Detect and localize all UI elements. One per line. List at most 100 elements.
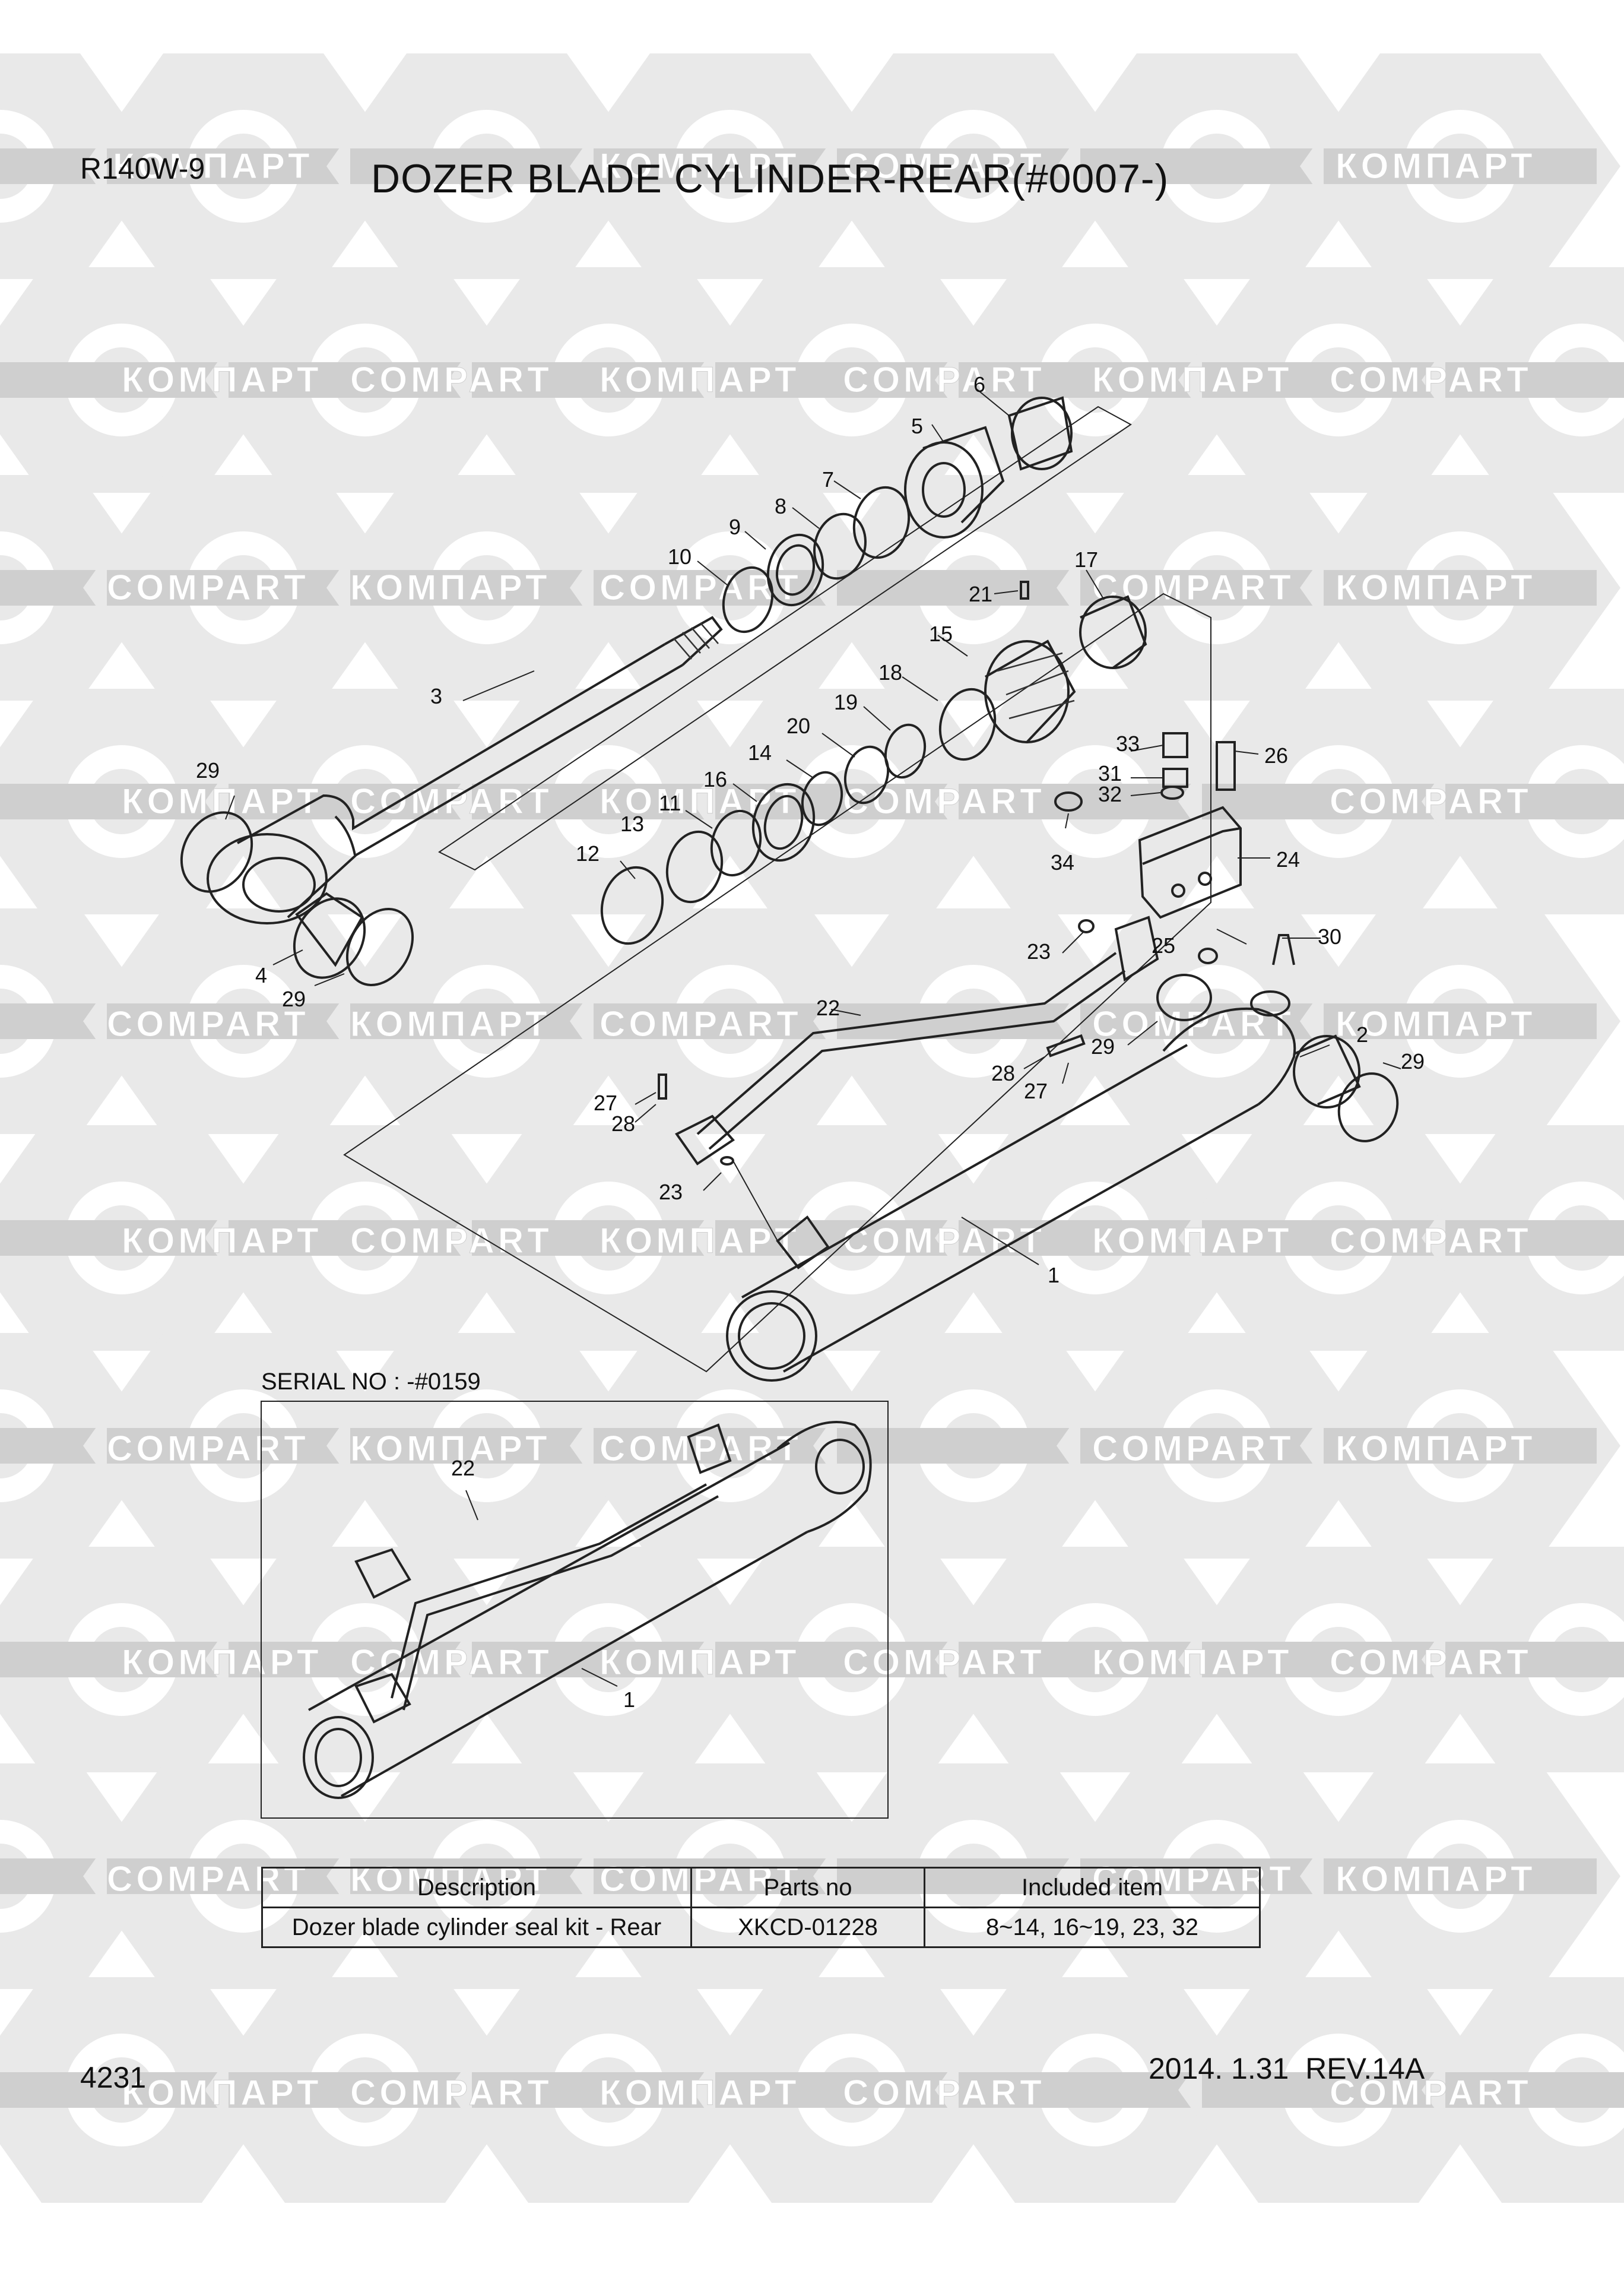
callout-22: 22 bbox=[816, 996, 840, 1020]
svg-text:КОМПАРТ: КОМПАРТ bbox=[122, 1221, 322, 1261]
svg-text:COMPART: COMPART bbox=[843, 781, 1045, 821]
callout-2: 2 bbox=[1356, 1022, 1368, 1047]
valve-block bbox=[1054, 732, 1242, 919]
rod-end-bushing bbox=[180, 811, 414, 986]
svg-text:КОМПАРТ: КОМПАРТ bbox=[600, 360, 800, 400]
svg-text:COMPART: COMPART bbox=[1330, 1221, 1532, 1261]
callout-28-right: 28 bbox=[991, 1061, 1015, 1085]
revision-label: 2014. 1.31 REV.14A bbox=[1149, 2052, 1425, 2085]
callout-20: 20 bbox=[786, 714, 810, 738]
svg-text:COMPART: COMPART bbox=[843, 1221, 1045, 1261]
callout-1: 1 bbox=[1048, 1263, 1060, 1287]
svg-text:COMPART: COMPART bbox=[350, 1221, 553, 1261]
callout-25: 25 bbox=[1152, 933, 1175, 958]
svg-text:COMPART: COMPART bbox=[350, 781, 553, 821]
col-description: Description bbox=[261, 1867, 692, 1908]
serial-number-label: SERIAL NO : -#0159 bbox=[261, 1369, 481, 1395]
svg-text:КОМПАРТ: КОМПАРТ bbox=[122, 360, 322, 400]
svg-text:COMPART: COMPART bbox=[107, 1429, 309, 1468]
callout-16: 16 bbox=[703, 767, 727, 791]
svg-text:COMPART: COMPART bbox=[600, 1429, 802, 1468]
piston-group bbox=[600, 581, 1147, 945]
callout-8: 8 bbox=[775, 494, 786, 518]
callout-33: 33 bbox=[1116, 732, 1140, 756]
callout-3: 3 bbox=[430, 684, 442, 708]
svg-text:COMPART: COMPART bbox=[1092, 568, 1295, 607]
svg-text:COMPART: COMPART bbox=[1330, 2073, 1532, 2113]
callout-28-left: 28 bbox=[611, 1112, 635, 1136]
svg-text:КОМПАРТ: КОМПАРТ bbox=[1336, 146, 1536, 186]
svg-text:КОМПАРТ: КОМПАРТ bbox=[600, 146, 800, 186]
svg-text:КОМПАРТ: КОМПАРТ bbox=[1092, 1221, 1293, 1261]
svg-text:COMPART: COMPART bbox=[843, 2073, 1045, 2113]
callout-34: 34 bbox=[1051, 850, 1074, 875]
callout-23-bottom: 23 bbox=[659, 1180, 683, 1204]
col-included-item: Included item bbox=[924, 1867, 1261, 1908]
callout-29-right: 29 bbox=[1401, 1049, 1425, 1074]
callout-17: 17 bbox=[1074, 547, 1098, 572]
svg-text:КОМПАРТ: КОМПАРТ bbox=[600, 1221, 800, 1261]
svg-text:COMPART: COMPART bbox=[600, 1004, 802, 1044]
svg-text:COMPART: COMPART bbox=[843, 360, 1045, 400]
inset-callout-1: 1 bbox=[623, 1687, 635, 1712]
callout-14: 14 bbox=[748, 740, 772, 765]
svg-text:COMPART: COMPART bbox=[1330, 1642, 1532, 1682]
callout-5: 5 bbox=[911, 414, 923, 438]
svg-text:КОМПАРТ: КОМПАРТ bbox=[600, 2073, 800, 2113]
callout-9: 9 bbox=[729, 515, 741, 539]
col-parts-no: Parts no bbox=[690, 1867, 925, 1908]
svg-text:КОМПАРТ: КОМПАРТ bbox=[1336, 568, 1536, 607]
callout-29-left: 29 bbox=[196, 758, 220, 783]
explode-frame-rod-side bbox=[438, 406, 1132, 871]
svg-text:КОМПАРТ: КОМПАРТ bbox=[1336, 1859, 1536, 1899]
seal-kit-table: Description Parts no Included item Dozer… bbox=[261, 1867, 1261, 1948]
piston-rod bbox=[207, 616, 723, 924]
callout-10: 10 bbox=[668, 544, 692, 569]
svg-text:COMPART: COMPART bbox=[350, 360, 553, 400]
table-row: Dozer blade cylinder seal kit - Rear XKC… bbox=[261, 1907, 1261, 1948]
callout-19: 19 bbox=[834, 690, 858, 714]
svg-text:COMPART: COMPART bbox=[1330, 781, 1532, 821]
callout-6: 6 bbox=[973, 372, 985, 397]
svg-text:COMPART: COMPART bbox=[107, 568, 309, 607]
table-header-row: Description Parts no Included item bbox=[261, 1867, 1261, 1908]
svg-text:COMPART: COMPART bbox=[843, 146, 1045, 186]
model-label: R140W-9 bbox=[80, 152, 205, 185]
callout-23-top: 23 bbox=[1027, 939, 1051, 964]
svg-text:КОМПАРТ: КОМПАРТ bbox=[600, 781, 800, 821]
svg-text:КОМПАРТ: КОМПАРТ bbox=[113, 146, 313, 186]
inset-frame bbox=[261, 1401, 889, 1819]
callout-24: 24 bbox=[1276, 847, 1300, 872]
callout-18: 18 bbox=[878, 660, 902, 685]
svg-text:КОМПАРТ: КОМПАРТ bbox=[1336, 1004, 1536, 1044]
callout-30: 30 bbox=[1318, 924, 1341, 949]
svg-text:COMPART: COMPART bbox=[1330, 360, 1532, 400]
cell-parts-no: XKCD-01228 bbox=[690, 1907, 925, 1948]
callout-29-bottom: 29 bbox=[282, 987, 306, 1011]
callout-31: 31 bbox=[1098, 761, 1122, 786]
callout-15: 15 bbox=[929, 622, 953, 646]
cell-description: Dozer blade cylinder seal kit - Rear bbox=[261, 1907, 692, 1948]
callout-labels: 1 2 3 4 5 6 7 8 9 10 11 12 13 14 15 16 1… bbox=[196, 372, 1425, 1712]
callout-32: 32 bbox=[1098, 782, 1122, 806]
svg-text:КОМПАРТ: КОМПАРТ bbox=[1092, 360, 1293, 400]
svg-text:КОМПАРТ: КОМПАРТ bbox=[122, 1642, 322, 1682]
svg-text:КОМПАРТ: КОМПАРТ bbox=[1336, 1429, 1536, 1468]
callout-12: 12 bbox=[576, 841, 600, 866]
leader-lines bbox=[225, 388, 1401, 1687]
inset-assembly bbox=[303, 1421, 872, 1799]
cell-included-item: 8~14, 16~19, 23, 32 bbox=[924, 1907, 1261, 1948]
callout-29-mid: 29 bbox=[1091, 1034, 1115, 1059]
callout-27-right: 27 bbox=[1024, 1079, 1048, 1103]
cylinder-tube bbox=[726, 934, 1399, 1382]
callout-7: 7 bbox=[822, 467, 834, 492]
svg-text:КОМПАРТ: КОМПАРТ bbox=[1092, 1642, 1293, 1682]
svg-text:COMPART: COMPART bbox=[107, 1004, 309, 1044]
inset-callout-22: 22 bbox=[451, 1456, 475, 1480]
watermark-text: КОМПАРТ КОМПАРТ COMPART КОМПАРТ КОМПАРТ … bbox=[107, 146, 1536, 2113]
svg-text:COMPART: COMPART bbox=[843, 1642, 1045, 1682]
page-number: 4231 bbox=[80, 2061, 147, 2094]
svg-text:КОМПАРТ: КОМПАРТ bbox=[350, 1429, 551, 1468]
page-title: DOZER BLADE CYLINDER-REAR(#0007-) bbox=[371, 156, 1169, 201]
callout-4: 4 bbox=[255, 963, 267, 987]
